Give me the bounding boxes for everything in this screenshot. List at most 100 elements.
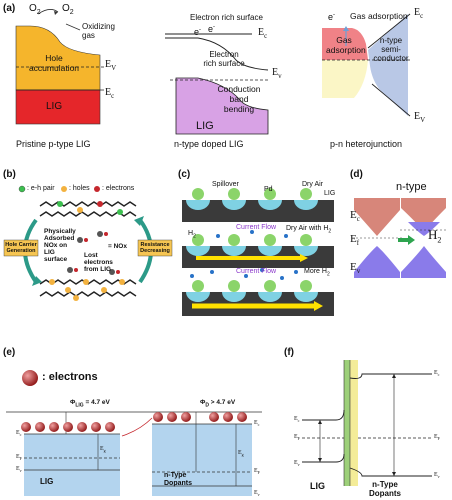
ev-label-a3: EV — [414, 111, 426, 124]
electron-rich-mid-label: Electron rich surface — [203, 50, 245, 68]
hole-accumulation-region — [15, 25, 101, 91]
dirac-cone-1 — [352, 198, 402, 278]
electron-dot — [94, 186, 100, 192]
panel-a-label: (a) — [3, 3, 16, 14]
lost-electrons-label: Lost electrons from LIG — [84, 252, 113, 273]
current-flow-label-2: Current Flow — [236, 268, 277, 275]
panel-c-label: (c) — [178, 169, 191, 180]
ec-label-a2-top: Ec — [258, 27, 268, 40]
device-layer-3 — [182, 268, 334, 316]
dopant-band-block — [152, 424, 252, 496]
legend-electrons: : electrons — [102, 185, 135, 192]
lig-label-a2: LIG — [196, 120, 214, 132]
nox-label: = NOx — [108, 243, 127, 250]
n-type-blue — [368, 14, 408, 116]
gas-adsorption-top-label: Gas adsorption — [350, 11, 408, 21]
hole-gen-label: Hole Carrier Generation — [5, 242, 37, 254]
hole-accumulation-label: Hole accumulation — [28, 53, 80, 73]
e-minus-a3: e- — [328, 12, 336, 22]
o2-right-label: O2 — [62, 3, 74, 17]
device-layer-2 — [182, 230, 334, 268]
lig-ev-label: Ev — [16, 466, 22, 474]
electrons-legend-label: : electrons — [42, 371, 98, 383]
nox-molecules — [67, 231, 120, 275]
n-type-label-d: n-type — [396, 181, 427, 193]
conduction-bend-region — [175, 77, 269, 135]
resistance-label: Resistance Decreasing — [140, 242, 170, 254]
resistance-box — [137, 239, 173, 257]
phi-d-label: ΦD > 4.7 eV — [200, 399, 236, 409]
ev-label-d: Ev — [350, 261, 361, 276]
left-ec-line — [302, 409, 345, 421]
electron-e1: e- — [194, 27, 202, 37]
transfer-arrow — [121, 417, 153, 437]
d-eg-label: Eg — [238, 450, 244, 458]
d-ev-label: Ev — [254, 490, 260, 498]
legend-holes: : holes — [69, 185, 90, 192]
hole-gen-box — [3, 239, 39, 257]
lig-label-f: LIG — [310, 481, 325, 491]
dry-air-label: Dry Air — [302, 181, 323, 188]
f-ec-right-label: Ec — [434, 370, 440, 378]
phi-lig-label: ΦLIG = 4.7 eV — [70, 399, 110, 409]
panel-d-label: (d) — [350, 169, 363, 180]
more-h2-label: More H2 — [304, 268, 330, 278]
ev-label-a2: Ev — [272, 67, 282, 80]
lig-label-e: LIG — [40, 477, 54, 486]
f-ef-right-label: EF — [434, 434, 440, 442]
device-layer-1 — [182, 188, 334, 222]
lig-ef-label: EF — [16, 454, 22, 462]
graphene-sheet-top — [39, 196, 137, 224]
f-ev-right-label: Ev — [434, 472, 440, 480]
h2-label-c: H2 — [188, 230, 196, 240]
right-ev-line — [349, 467, 432, 477]
ec-label-a3: Ec — [414, 7, 424, 20]
ec-label-d: Ec — [350, 209, 360, 224]
eh-pair-dot — [18, 185, 26, 193]
panel-b-label: (b) — [3, 169, 16, 180]
current-flow-label-1: Current Flow — [236, 224, 277, 231]
spillover-label: Spillover — [212, 181, 239, 188]
dry-air-h2-label: Dry Air with H2 — [286, 225, 332, 235]
f-ec-left-label: Ec — [294, 416, 300, 424]
dirac-cone-n — [400, 198, 448, 278]
adsorbed-label: Physically Adsorbed NOx on LIG surface — [44, 228, 76, 263]
left-ev-line — [302, 453, 345, 463]
caption-pristine: Pristine p-type LIG — [16, 139, 91, 149]
lig-label-a1: LIG — [46, 101, 63, 112]
ef-label-d: Ef — [350, 233, 360, 248]
legend-eh-pair: : e-h pair — [27, 185, 55, 192]
n-type-semiconductor-label: n-type semi-conductor — [373, 36, 409, 63]
dopants-label-e: n-Type Dopants — [164, 472, 192, 487]
panel-f-label: (f) — [284, 347, 294, 358]
f-ef-left-label: EF — [294, 434, 300, 442]
electron-e2: e- — [208, 24, 216, 34]
gas-adsorption-cream — [322, 60, 368, 98]
f-ev-left-label: Ev — [294, 460, 300, 468]
d-ef-label: EF — [254, 468, 260, 476]
caption-n-type: n-type doped LIG — [174, 139, 244, 149]
d-ec-label: Ec — [254, 420, 260, 428]
electron-rich-top-label: Electron rich surface — [190, 13, 263, 22]
graphene-sheet-bottom — [39, 279, 137, 301]
electron-legend-dot — [22, 370, 38, 386]
h2-label-d: H2 — [428, 227, 442, 245]
lig-eg-label: Eg — [100, 446, 106, 454]
lig-label-c: LIG — [324, 190, 336, 197]
depletion-green — [344, 360, 350, 486]
lig-band-block — [24, 434, 120, 496]
depletion-yellow — [350, 360, 358, 486]
hetero-ec — [367, 13, 411, 49]
oxidizing-gas-label: Oxidizing gas — [82, 22, 115, 40]
conduction-band-label: Conduction band bending — [217, 84, 261, 114]
lig-ec-label: Ec — [16, 430, 22, 438]
panel-e-label: (e) — [3, 347, 16, 358]
gas-adsorption-left-label: Gas adsorption — [326, 35, 366, 55]
gas-adsorption-pink — [322, 28, 368, 60]
right-ec-line — [349, 373, 432, 379]
